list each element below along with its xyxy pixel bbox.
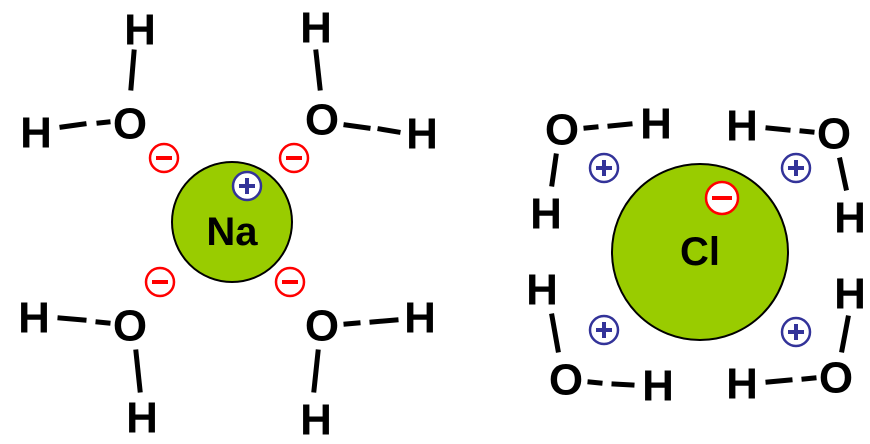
oh-bond (765, 125, 791, 133)
chloride-water-bottom-right: H O H (726, 270, 866, 409)
hydrogen-atom: H (834, 194, 866, 243)
hydrogen-atom: H (406, 110, 438, 159)
sodium-water-bottom-right: O H H (300, 294, 436, 444)
hydrogen-atom: H (726, 360, 758, 409)
partial-negative-charge-icon (278, 142, 310, 174)
oh-bond (128, 49, 137, 91)
chloride-water-top-right: H O H (726, 102, 866, 243)
chloride-water-top-left: O H H (530, 100, 672, 239)
oxygen-atom: O (545, 106, 579, 155)
hydrogen-atom: H (124, 6, 156, 55)
chloride-hydration-shell: O H H H O H H O H H (526, 100, 866, 411)
oh-bond (587, 379, 603, 386)
oxygen-atom: O (817, 110, 851, 159)
oh-bond (57, 315, 87, 323)
oh-bond (95, 319, 111, 326)
oh-bond (765, 377, 793, 385)
oh-bond (839, 315, 851, 353)
oh-bond (369, 317, 399, 325)
partial-positive-charge-icon (588, 152, 620, 184)
sodium-ion-sphere (171, 161, 293, 283)
oh-bond (549, 313, 561, 353)
hydrogen-atom: H (726, 102, 758, 151)
oh-bond (96, 119, 111, 126)
partial-positive-charge-icon (588, 314, 620, 346)
oxygen-atom: O (113, 100, 147, 149)
hydrogen-atom: H (640, 100, 672, 149)
sodium-water-top-left: H H O (20, 6, 156, 158)
partial-negative-charge-icon (274, 266, 306, 298)
chloride-water-bottom-left: H O H (526, 266, 674, 411)
oh-bond (801, 375, 817, 382)
chloride-symbol: Cl (680, 230, 720, 274)
oh-bond (343, 122, 371, 131)
oxygen-atom: O (305, 302, 339, 351)
negative-charge-icon (704, 180, 740, 216)
hydrogen-atom: H (300, 396, 332, 444)
oxygen-atom: O (819, 354, 853, 403)
hydrogen-atom: H (20, 109, 52, 158)
oh-bond (377, 126, 401, 135)
oh-bond (583, 124, 599, 131)
oxygen-atom: O (305, 96, 339, 145)
hydrogen-atom: H (18, 294, 50, 343)
chloride-ion-sphere (611, 163, 789, 341)
oh-bond (311, 349, 321, 393)
oh-bond (607, 121, 633, 129)
hydrogen-atom: H (300, 4, 332, 53)
partial-positive-charge-icon (780, 316, 812, 348)
sodium-ion: Na (171, 161, 293, 283)
sodium-symbol: Na (206, 210, 258, 254)
chloride-ion: Cl (611, 163, 789, 341)
oxygen-atom: O (113, 302, 147, 351)
oh-bond (799, 128, 815, 135)
oh-bond (611, 381, 635, 388)
partial-negative-charge-icon (148, 142, 180, 174)
oh-bond (549, 153, 559, 187)
partial-negative-charge-icon (144, 266, 176, 298)
hydrogen-atom: H (530, 190, 562, 239)
oh-bond (343, 320, 361, 327)
oh-bond (59, 121, 87, 130)
oh-bond (837, 157, 849, 191)
oxygen-atom: O (549, 356, 583, 405)
oh-bond (133, 349, 143, 393)
hydrogen-atom: H (526, 266, 558, 315)
hydrogen-atom: H (404, 294, 436, 343)
partial-positive-charge-icon (780, 152, 812, 184)
oh-bond (313, 49, 323, 91)
sodium-hydration-shell: H H O H O H H O H O (18, 4, 438, 444)
hydrogen-atom: H (126, 394, 158, 443)
positive-charge-icon (231, 170, 263, 202)
hydrogen-atom: H (834, 270, 866, 319)
sodium-water-top-right: H O H (300, 4, 438, 159)
hydrogen-atom: H (642, 362, 674, 411)
sodium-water-bottom-left: H O H (18, 294, 158, 443)
